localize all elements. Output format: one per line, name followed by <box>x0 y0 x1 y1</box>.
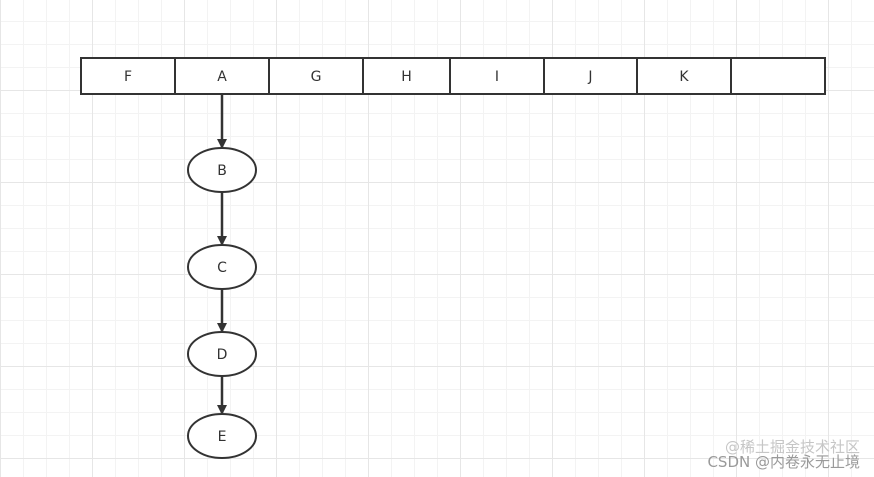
chain-node: E <box>187 413 257 459</box>
array-cell: J <box>543 57 638 95</box>
chain-nodes: B C D E <box>187 147 257 459</box>
array-cell: K <box>636 57 732 95</box>
array-cell-label: K <box>679 69 689 85</box>
array-cell-label: H <box>401 69 412 85</box>
chain-node: D <box>187 331 257 377</box>
array-cell-label: G <box>311 69 322 85</box>
array-cell-label: I <box>495 69 499 85</box>
chain-node: B <box>187 147 257 193</box>
array-cell: G <box>268 57 364 95</box>
watermark-juejin: @稀土掘金技术社区 <box>724 437 860 456</box>
watermark: @稀土掘金技术社区 CSDN @内卷永无止境 <box>707 437 860 472</box>
array-cell: F <box>80 57 176 95</box>
array-cell-label: J <box>587 69 592 85</box>
chain-node-label: D <box>217 347 228 363</box>
array-cell-label: A <box>217 69 227 85</box>
array-cell: I <box>449 57 545 95</box>
chain-node-label: C <box>217 260 227 276</box>
watermark-csdn: CSDN @内卷永无止境 <box>707 453 860 472</box>
chain-node: C <box>187 244 257 290</box>
array-cell: H <box>362 57 451 95</box>
array-cell: A <box>174 57 270 95</box>
array-cell-label: F <box>124 69 132 85</box>
array-cell <box>730 57 826 95</box>
chain-node-label: E <box>218 429 227 445</box>
chain-node-label: B <box>217 163 227 179</box>
